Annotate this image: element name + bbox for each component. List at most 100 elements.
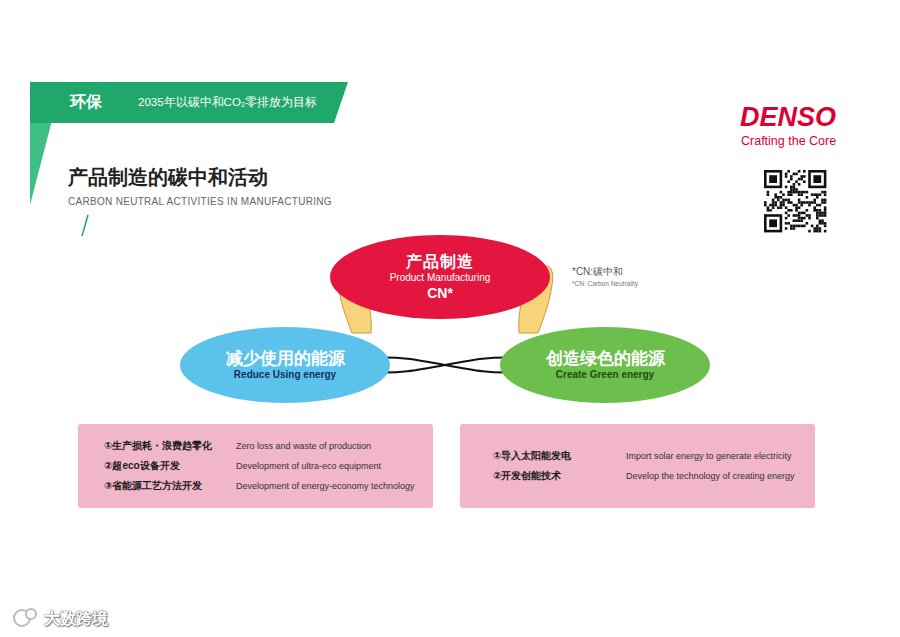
qr-module bbox=[793, 214, 796, 217]
qr-module bbox=[803, 212, 806, 215]
qr-module bbox=[800, 191, 803, 194]
qr-module bbox=[774, 204, 777, 207]
qr-module bbox=[795, 180, 798, 183]
qr-module bbox=[811, 193, 814, 196]
qr-module bbox=[821, 214, 824, 217]
qr-module bbox=[819, 219, 822, 222]
qr-module bbox=[819, 222, 822, 225]
qr-module bbox=[819, 214, 822, 217]
qr-module bbox=[780, 191, 783, 194]
qr-module bbox=[790, 201, 793, 204]
qr-module bbox=[816, 230, 819, 233]
qr-module bbox=[798, 178, 801, 181]
qr-module bbox=[798, 212, 801, 215]
qr-module bbox=[803, 180, 806, 183]
qr-module bbox=[813, 201, 816, 204]
qr-module bbox=[790, 225, 793, 228]
qr-module bbox=[824, 222, 827, 225]
qr-module bbox=[824, 209, 827, 212]
qr-module bbox=[813, 209, 816, 212]
qr-module bbox=[806, 201, 809, 204]
qr-module bbox=[793, 225, 796, 228]
banner-goal: 2035年以碳中和CO₂零排放为目标 bbox=[138, 95, 317, 110]
ellipse-title: 减少使用的能源 bbox=[226, 348, 345, 369]
qr-module bbox=[798, 219, 801, 222]
qr-module bbox=[808, 214, 811, 217]
qr-module bbox=[767, 191, 770, 194]
qr-module bbox=[793, 183, 796, 186]
qr-module bbox=[803, 217, 806, 220]
qr-module bbox=[767, 209, 770, 212]
qr-module bbox=[787, 214, 790, 217]
qr-finder bbox=[765, 216, 781, 232]
qr-module bbox=[808, 204, 811, 207]
qr-module bbox=[808, 230, 811, 233]
qr-module bbox=[793, 219, 796, 222]
qr-module bbox=[793, 188, 796, 191]
qr-module bbox=[824, 230, 827, 233]
qr-module bbox=[819, 212, 822, 215]
qr-module bbox=[790, 178, 793, 181]
qr-module bbox=[824, 199, 827, 202]
qr-module bbox=[816, 225, 819, 228]
qr-module bbox=[816, 212, 819, 215]
qr-module bbox=[772, 204, 775, 207]
qr-module bbox=[795, 188, 798, 191]
qr-module bbox=[785, 175, 788, 178]
qr-module bbox=[800, 201, 803, 204]
qr-module bbox=[824, 214, 827, 217]
qr-module bbox=[795, 191, 798, 194]
activity-item-en: Zero loss and waste of production bbox=[236, 440, 425, 452]
qr-module bbox=[824, 212, 827, 215]
qr-module bbox=[806, 196, 809, 199]
qr-module bbox=[790, 191, 793, 194]
activity-item-en: Develop the technology of creating energ… bbox=[626, 470, 807, 482]
qr-module bbox=[798, 191, 801, 194]
qr-module bbox=[777, 206, 780, 209]
activity-item-en: Development of energy-economy technology bbox=[236, 480, 425, 492]
qr-module bbox=[780, 206, 783, 209]
qr-module bbox=[767, 206, 770, 209]
qr-module bbox=[787, 209, 790, 212]
qr-module bbox=[785, 212, 788, 215]
qr-module bbox=[785, 199, 788, 202]
ellipse-fill bbox=[500, 327, 710, 403]
qr-module bbox=[785, 222, 788, 225]
qr-module bbox=[819, 193, 822, 196]
page-title: 产品制造的碳中和活动 bbox=[68, 164, 268, 191]
activity-item: ①导入太阳能发电 bbox=[493, 450, 620, 462]
qr-module bbox=[769, 204, 772, 207]
activity-box: ①生产损耗・浪费趋零化Zero loss and waste of produc… bbox=[78, 424, 433, 508]
qr-module bbox=[800, 217, 803, 220]
activity-item: ③省能源工艺方法开发 bbox=[104, 480, 230, 492]
qr-module bbox=[793, 186, 796, 189]
banner: 环保2035年以碳中和CO₂零排放为目标 bbox=[30, 82, 348, 123]
qr-module bbox=[785, 186, 788, 189]
qr-module bbox=[811, 201, 814, 204]
qr-module bbox=[795, 204, 798, 207]
qr-module bbox=[821, 222, 824, 225]
qr-module bbox=[782, 193, 785, 196]
ellipse-subtitle: Create Green energy bbox=[556, 369, 654, 382]
wire-connector bbox=[380, 358, 510, 373]
qr-module bbox=[800, 225, 803, 228]
qr-module bbox=[798, 183, 801, 186]
qr-module bbox=[806, 191, 809, 194]
brand-logo: DENSO bbox=[740, 102, 836, 133]
qr-module bbox=[782, 201, 785, 204]
qr-module bbox=[811, 225, 814, 228]
qr-module bbox=[816, 214, 819, 217]
qr-module bbox=[769, 209, 772, 212]
qr-module bbox=[819, 204, 822, 207]
qr-module bbox=[777, 196, 780, 199]
brand-slogan: Crafting the Core bbox=[741, 134, 836, 148]
qr-module bbox=[816, 196, 819, 199]
qr-module bbox=[774, 201, 777, 204]
ellipse-fill bbox=[330, 235, 550, 319]
banner-fill bbox=[30, 82, 348, 123]
qr-module bbox=[785, 173, 788, 176]
qr-finder-core bbox=[813, 175, 821, 183]
footnote: *CN:碳中和 bbox=[572, 265, 623, 279]
qr-module bbox=[795, 219, 798, 222]
watermark: 大数跨境 bbox=[44, 609, 108, 630]
